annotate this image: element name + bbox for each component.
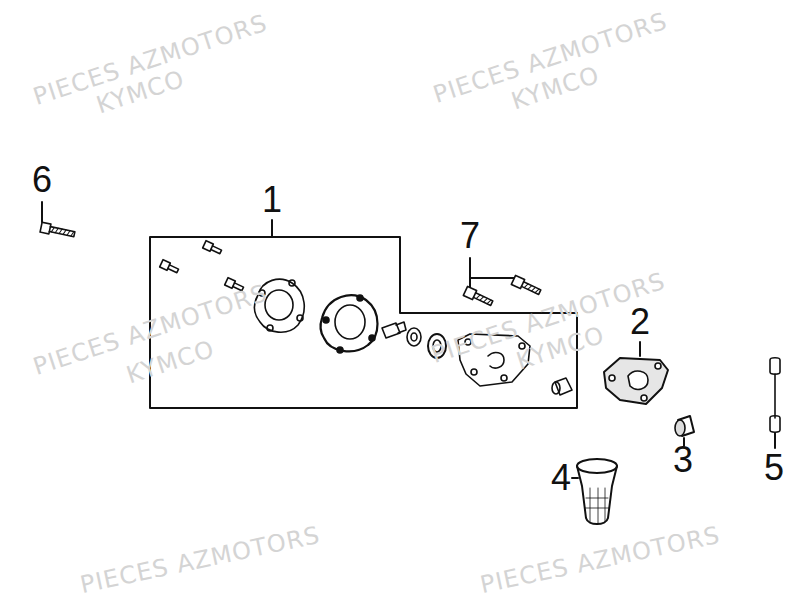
watermark: PIECES AZMOTORS xyxy=(78,523,322,597)
callout-number: 4 xyxy=(551,460,571,496)
callout-number: 6 xyxy=(32,162,52,198)
callout-number: 2 xyxy=(630,304,650,340)
callout-number: 1 xyxy=(262,182,282,218)
callout-number: 3 xyxy=(673,442,693,478)
callout-number: 7 xyxy=(460,218,480,254)
callout-number: 5 xyxy=(764,450,784,486)
watermark: PIECES AZMOTORS xyxy=(478,523,722,597)
